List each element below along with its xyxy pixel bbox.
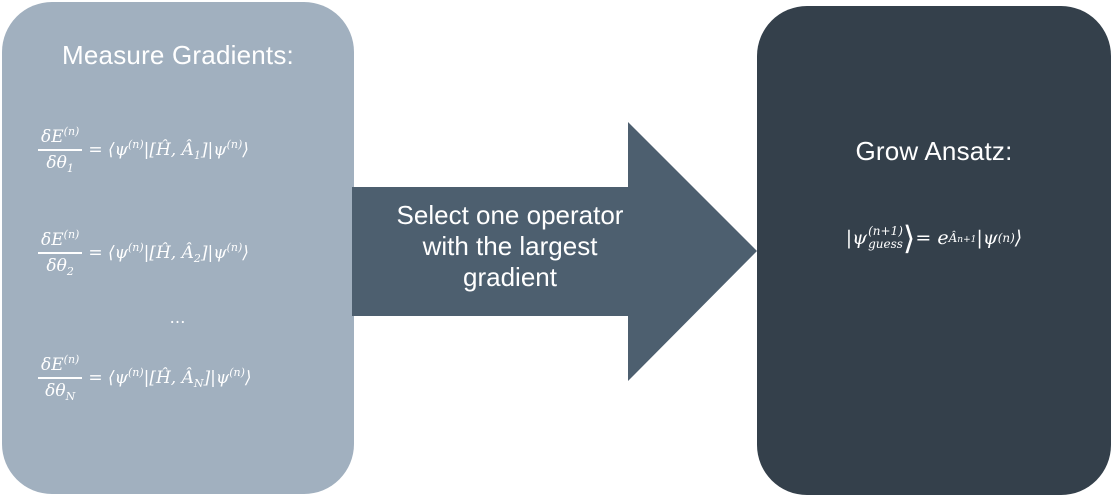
gradient-equation-n: δE(n) δθN = ⟨ψ(n)|[Ĥ, ÂN]|ψ(n)⟩ [24, 354, 354, 402]
commutator-expectation: = ⟨ψ(n)|[Ĥ, ÂN]|ψ(n)⟩ [88, 365, 252, 390]
equation-ellipsis: … [169, 308, 187, 327]
arrow-label: Select one operator with the largest gra… [350, 200, 670, 293]
commutator-expectation: = ⟨ψ(n)|[Ĥ, Â2]|ψ(n)⟩ [88, 240, 249, 265]
arrow-shape [352, 122, 757, 381]
arrow-label-line-3: gradient [463, 262, 557, 292]
grow-ansatz-title: Grow Ansatz: [855, 136, 1013, 166]
gradient-fraction: δE(n) δθ2 [38, 229, 83, 277]
grow-ansatz-box: Grow Ansatz: [757, 6, 1111, 495]
gradient-equation-2: δE(n) δθ2 = ⟨ψ(n)|[Ĥ, Â2]|ψ(n)⟩ [24, 229, 354, 277]
measure-gradients-box: Measure Gradients: δE(n) δθ1 = ⟨ψ(n)|[Ĥ,… [2, 2, 354, 494]
gradient-fraction: δE(n) δθN [38, 354, 83, 402]
arrow-label-line-2: with the largest [422, 231, 598, 261]
gradient-equation-1: δE(n) δθ1 = ⟨ψ(n)|[Ĥ, Â1]|ψ(n)⟩ [24, 126, 354, 174]
gradient-fraction: δE(n) δθ1 [38, 126, 83, 174]
commutator-expectation: = ⟨ψ(n)|[Ĥ, Â1]|ψ(n)⟩ [88, 137, 249, 162]
measure-gradients-title: Measure Gradients: [62, 40, 294, 70]
arrow-label-line-1: Select one operator [396, 200, 624, 230]
psi-indices: (n+1) guess [868, 223, 903, 251]
